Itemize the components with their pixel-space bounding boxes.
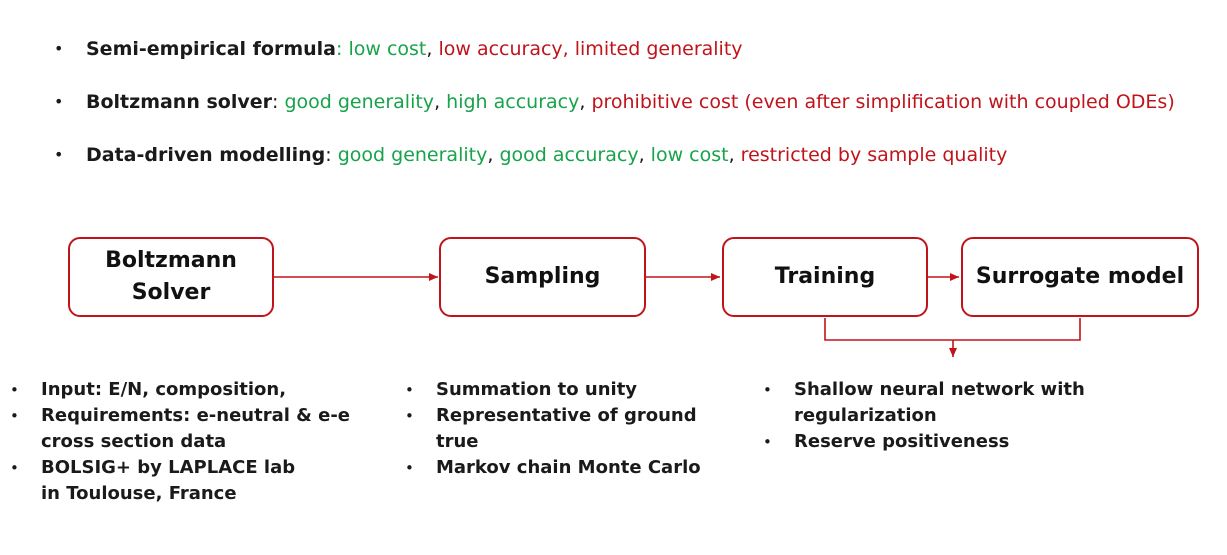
bullet-dot: • bbox=[405, 407, 414, 425]
list-item-text: Reserve positiveness bbox=[794, 431, 1010, 452]
list-item: • Shallow neural network with regularizat… bbox=[763, 377, 1213, 429]
bullet-dot: • bbox=[763, 381, 772, 399]
bullet-segment-con: low accuracy, limited generality bbox=[438, 38, 743, 60]
bullet-segment-pro: low cost bbox=[650, 144, 729, 166]
bullet-segment-pro: high accuracy bbox=[446, 91, 580, 113]
list-item: • Requirements: e-neutral & e-e cross sec… bbox=[10, 403, 380, 455]
bullet-segment-plain: , bbox=[426, 38, 439, 60]
bullet-segments: good generality, good accuracy, low cost… bbox=[338, 144, 1008, 166]
bullet-segment-pro: good generality bbox=[337, 144, 488, 166]
bullet-dot: • bbox=[10, 407, 19, 425]
bracket-training-surrogate bbox=[824, 318, 1081, 341]
bullet-dot: • bbox=[10, 381, 19, 399]
box-training: Training bbox=[722, 237, 928, 317]
box-boltzmann-solver: Boltzmann Solver bbox=[68, 237, 274, 317]
bullet-dot: • bbox=[405, 459, 414, 477]
bullet-label: Semi-empirical formula bbox=[86, 38, 337, 60]
bullet-sep: : bbox=[272, 91, 285, 113]
bullet-segment-pro: good generality bbox=[284, 91, 435, 113]
list-item: • Markov chain Monte Carlo bbox=[405, 455, 745, 481]
list-item-text: BOLSIG+ by LAPLACE lab in Toulouse, Fran… bbox=[41, 457, 296, 504]
bullet-segments: low cost, low accuracy, limited generali… bbox=[348, 38, 742, 60]
bullet-dot: • bbox=[54, 145, 64, 164]
box-label: Training bbox=[774, 264, 876, 289]
list-item: • Representative of ground true bbox=[405, 403, 745, 455]
sampling-details-list: • Summation to unity • Representative of g… bbox=[405, 377, 745, 481]
bullet-dot: • bbox=[54, 92, 64, 111]
bullet-sep: : bbox=[336, 38, 349, 60]
bullet-segment-plain: , bbox=[638, 144, 651, 166]
box-label: Boltzmann Solver bbox=[105, 248, 237, 305]
list-item: • BOLSIG+ by LAPLACE lab in Toulouse, Fra… bbox=[10, 455, 380, 507]
bullet-segment-con: restricted by sample quality bbox=[740, 144, 1008, 166]
box-surrogate-model: Surrogate model bbox=[961, 237, 1199, 317]
bullet-segment-plain: , bbox=[728, 144, 741, 166]
solver-details-list: • Input: E/N, composition, • Requirements:… bbox=[10, 377, 380, 507]
list-item-text: Representative of ground true bbox=[436, 405, 697, 452]
bullet-dot: • bbox=[763, 433, 772, 451]
bullet-body: Semi-empirical formula: low cost, low ac… bbox=[86, 37, 743, 61]
bullet-segments: good generality, high accuracy, prohibit… bbox=[284, 91, 1174, 113]
bullet-body: Data-driven modelling: good generality, … bbox=[86, 143, 1007, 167]
list-item-text: Shallow neural network with regularizati… bbox=[794, 379, 1085, 426]
box-sampling: Sampling bbox=[439, 237, 646, 317]
list-item-text: Summation to unity bbox=[436, 379, 638, 400]
bullet-body: Boltzmann solver: good generality, high … bbox=[86, 90, 1175, 114]
list-item-text: Markov chain Monte Carlo bbox=[436, 457, 701, 478]
bullet-segment-con: prohibitive cost (even after simplificat… bbox=[591, 91, 1175, 113]
bullet-dot: • bbox=[10, 459, 19, 477]
bullet-segment-pro: good accuracy bbox=[499, 144, 639, 166]
list-item: • Reserve positiveness bbox=[763, 429, 1213, 455]
box-label: Sampling bbox=[484, 264, 601, 289]
list-item: • Input: E/N, composition, bbox=[10, 377, 380, 403]
bullet-label: Boltzmann solver bbox=[86, 91, 272, 113]
bullet-segment-plain: , bbox=[434, 91, 447, 113]
bullet-segment-plain: , bbox=[487, 144, 500, 166]
bullet-label: Data-driven modelling bbox=[86, 144, 326, 166]
training-details-list: • Shallow neural network with regularizat… bbox=[763, 377, 1213, 455]
bullet-sep: : bbox=[325, 144, 338, 166]
bullet-dot: • bbox=[54, 39, 64, 58]
list-item: • Summation to unity bbox=[405, 377, 745, 403]
list-item-text: Input: E/N, composition, bbox=[41, 379, 287, 400]
bullet-segment-pro: low cost bbox=[348, 38, 427, 60]
list-item-text: Requirements: e-neutral & e-e cross sect… bbox=[41, 405, 351, 452]
bullet-segment-plain: , bbox=[579, 91, 592, 113]
box-label: Surrogate model bbox=[975, 264, 1185, 289]
bullet-dot: • bbox=[405, 381, 414, 399]
